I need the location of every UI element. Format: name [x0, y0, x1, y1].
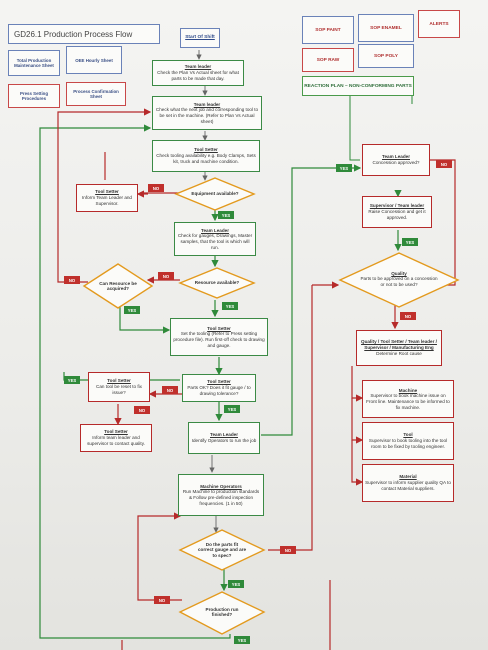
legend-sop-paint[interactable]: SOP PAINT [302, 16, 354, 44]
link-process-confirmation[interactable]: Process Confirmation Sheet [66, 82, 126, 106]
legend-sop-poly[interactable]: SOP POLY [358, 44, 414, 68]
step-tool-setter-parts-ok: Tool Setter Parts OK? Does it fit gauge … [182, 374, 256, 402]
step-text: Identify Operators to run the job [191, 438, 257, 443]
decision-quality-title: Quality [391, 270, 407, 276]
step-tool-setter-check: Tool Setter Check tooling availability e… [152, 140, 260, 172]
step-title: Team Leader [382, 154, 410, 160]
step-text: Run Machine to production standards & Fo… [182, 489, 260, 506]
tag-no: NO [134, 406, 150, 414]
step-title: Quality / Tool Setter / Team leader / Su… [361, 339, 437, 351]
decision-can-resource [82, 263, 154, 309]
tag-no: NO [154, 596, 170, 604]
step-title: Material [399, 474, 417, 480]
step-tool-setter-inform: Tool Setter Inform Team Leader and Super… [76, 184, 138, 212]
step-title: Supervisor / Team leader [369, 203, 425, 209]
decision-equipment [174, 177, 256, 211]
step-text: Check the Plan Vs Actual sheet for what … [157, 70, 239, 81]
step-title: Tool Setter [194, 147, 218, 153]
tag-yes: YES [336, 164, 352, 172]
legend-sop-enamel[interactable]: SOP ENAMEL [358, 14, 414, 42]
step-title: Tool Setter [207, 379, 231, 385]
step-tool-issue: Tool Supervisor to book tooling into the… [362, 422, 454, 460]
step-title: Tool Setter [107, 378, 131, 384]
step-text: Raise Concession and get it approved. [368, 209, 426, 220]
step-text: Check tooling availability e.g. Body Cla… [156, 153, 256, 164]
legend-alerts[interactable]: ALERTS [418, 10, 460, 38]
step-title: Tool Setter [207, 325, 231, 331]
tag-yes: YES [222, 302, 238, 310]
tag-yes: YES [228, 580, 244, 588]
step-title: Team Leader [210, 432, 238, 438]
tag-no: NO [162, 386, 178, 394]
tag-no: NO [280, 546, 296, 554]
decision-finished-label: Production run finished? [205, 606, 239, 618]
tag-no: NO [148, 184, 164, 192]
link-tpm-sheet[interactable]: Total Production Maintenance Sheet [8, 50, 60, 76]
tag-no: NO [436, 160, 452, 168]
page-title: GD26.1 Production Process Flow [8, 24, 160, 44]
step-text: Supervisor to book tooling into the tool… [368, 438, 448, 449]
tag-no: NO [158, 272, 174, 280]
step-machine-operators: Machine Operators Run Machine to product… [178, 474, 264, 516]
step-title: Team Leader [201, 227, 229, 233]
step-text: Determine Root cause [376, 350, 422, 356]
decision-resource [178, 267, 256, 299]
link-press-setting[interactable]: Press Setting Procedures [8, 84, 60, 108]
step-text: Can tool be reset to fix issue? [96, 384, 142, 395]
step-text: Supervisor to book machine issue on Fron… [366, 393, 450, 410]
step-machine-issue: Machine Supervisor to book machine issue… [362, 380, 454, 418]
step-text: Check what the next job and correspondin… [155, 107, 259, 124]
legend-sop-raw[interactable]: SOP RAW [302, 48, 354, 72]
step-team-leader-next-job: Team leader Check what the next job and … [152, 96, 262, 130]
step-root-cause: Quality / Tool Setter / Team leader / Su… [356, 330, 442, 366]
step-title: Tool [403, 432, 413, 438]
step-tool-setter-inform-quality: Tool Setter Inform team leader and super… [80, 424, 152, 452]
step-title: Tool Setter [104, 429, 128, 435]
step-text: Supervisor to inform supplier quality QA… [365, 480, 451, 491]
step-text: Check for gauges, Drawings, Master sampl… [177, 233, 253, 250]
decision-can-resource-label: Can Resource be acquired? [99, 280, 137, 292]
step-title: Machine Operators [200, 483, 242, 489]
step-team-leader-operators: Team Leader Identify Operators to run th… [188, 422, 260, 454]
step-team-leader-gauges: Team Leader Check for gauges, Drawings, … [174, 222, 256, 256]
step-tool-setter-set-tooling: Tool Setter Set the tooling (Refer to Pr… [170, 318, 268, 356]
tag-yes: YES [224, 405, 240, 413]
decision-parts-label: Do the parts fit correct gauge and are t… [198, 541, 246, 558]
step-text: Inform team leader and supervisor to con… [87, 435, 145, 446]
decision-equipment-label: Equipment available? [191, 191, 239, 197]
tag-yes: YES [64, 376, 80, 384]
decision-quality-text: Parts to be approved on a concession or … [360, 276, 438, 287]
tag-yes: YES [124, 306, 140, 314]
tag-no: NO [400, 312, 416, 320]
step-material-issue: Material Supervisor to inform supplier q… [362, 464, 454, 502]
step-title: Team leader [193, 101, 221, 107]
start-of-shift: Start Of Shift [180, 28, 220, 48]
tag-yes: YES [234, 636, 250, 644]
decision-quality-label: Quality Parts to be approved on a conces… [360, 262, 438, 296]
link-oee-hourly[interactable]: OEE Hourly Sheet [66, 46, 122, 74]
step-title: Team leader [184, 64, 212, 70]
step-text: Concession approved? [372, 160, 420, 165]
tag-yes: YES [402, 238, 418, 246]
decision-quality [338, 252, 460, 308]
step-team-leader-concession: Team Leader Concession approved? [362, 144, 430, 176]
step-team-leader-plan: Team leader Check the Plan Vs Actual she… [152, 60, 244, 86]
step-supervisor-concession: Supervisor / Team leader Raise Concessio… [362, 196, 432, 228]
step-text: Inform Team Leader and Supervisor. [82, 195, 132, 206]
decision-parts [178, 529, 266, 571]
step-title: Machine [398, 387, 418, 393]
decision-resource-label: Resource available? [194, 280, 240, 286]
step-title: Tool Setter [95, 189, 119, 195]
step-text: Set the tooling (Refer to Press setting … [173, 331, 265, 348]
step-text: Parts OK? Does it fit gauge / to drawing… [187, 385, 251, 396]
tag-no: NO [64, 276, 80, 284]
decision-finished [178, 591, 266, 635]
tag-yes: YES [218, 211, 234, 219]
step-tool-setter-fix: Tool Setter Can tool be reset to fix iss… [88, 372, 150, 402]
legend-reaction-plan[interactable]: REACTION PLAN – NON-CONFORMING PARTS [302, 76, 414, 96]
